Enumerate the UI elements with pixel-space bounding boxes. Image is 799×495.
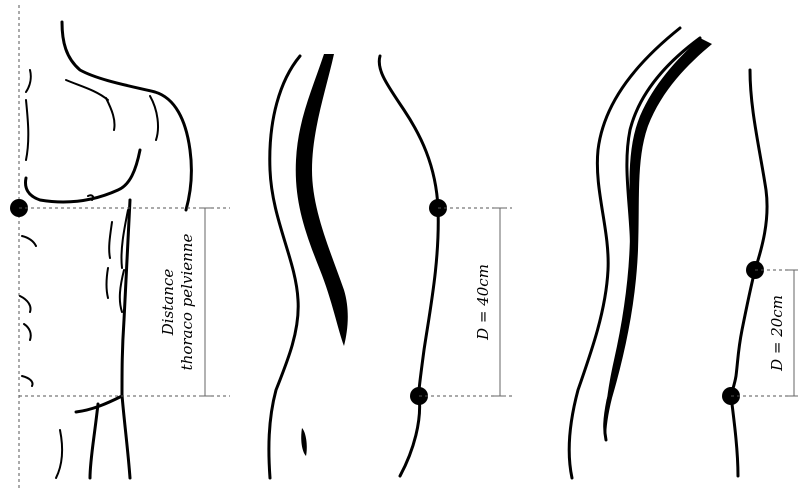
torso-abs-lines — [20, 236, 36, 386]
panel-side-normal: D = 40cm — [269, 54, 512, 478]
buttock-mark — [301, 428, 307, 456]
torso-pectoral-top — [66, 80, 108, 100]
torso-right-flank — [122, 200, 130, 395]
torso-chest-fold — [26, 150, 140, 202]
distance-label-line2: thoraco pelvienne — [178, 234, 196, 371]
d-measure-label: D = 20cm — [768, 295, 786, 372]
d-measure-label: D = 40cm — [474, 264, 492, 341]
torso-hip — [76, 395, 130, 478]
panel-torso: Distance thoraco pelvienne — [10, 5, 230, 490]
front-outline — [379, 56, 438, 476]
back-outline — [269, 56, 300, 478]
torso-shoulder-inner — [150, 96, 158, 140]
panel-side-slouched: D = 20cm — [569, 28, 798, 478]
torso-armpit — [106, 98, 115, 130]
spine-shading — [296, 54, 348, 346]
torso-left-contour — [26, 70, 31, 160]
distance-label-line1: Distance — [159, 269, 177, 337]
spine-shading — [605, 38, 712, 440]
torso-groin — [56, 430, 62, 478]
